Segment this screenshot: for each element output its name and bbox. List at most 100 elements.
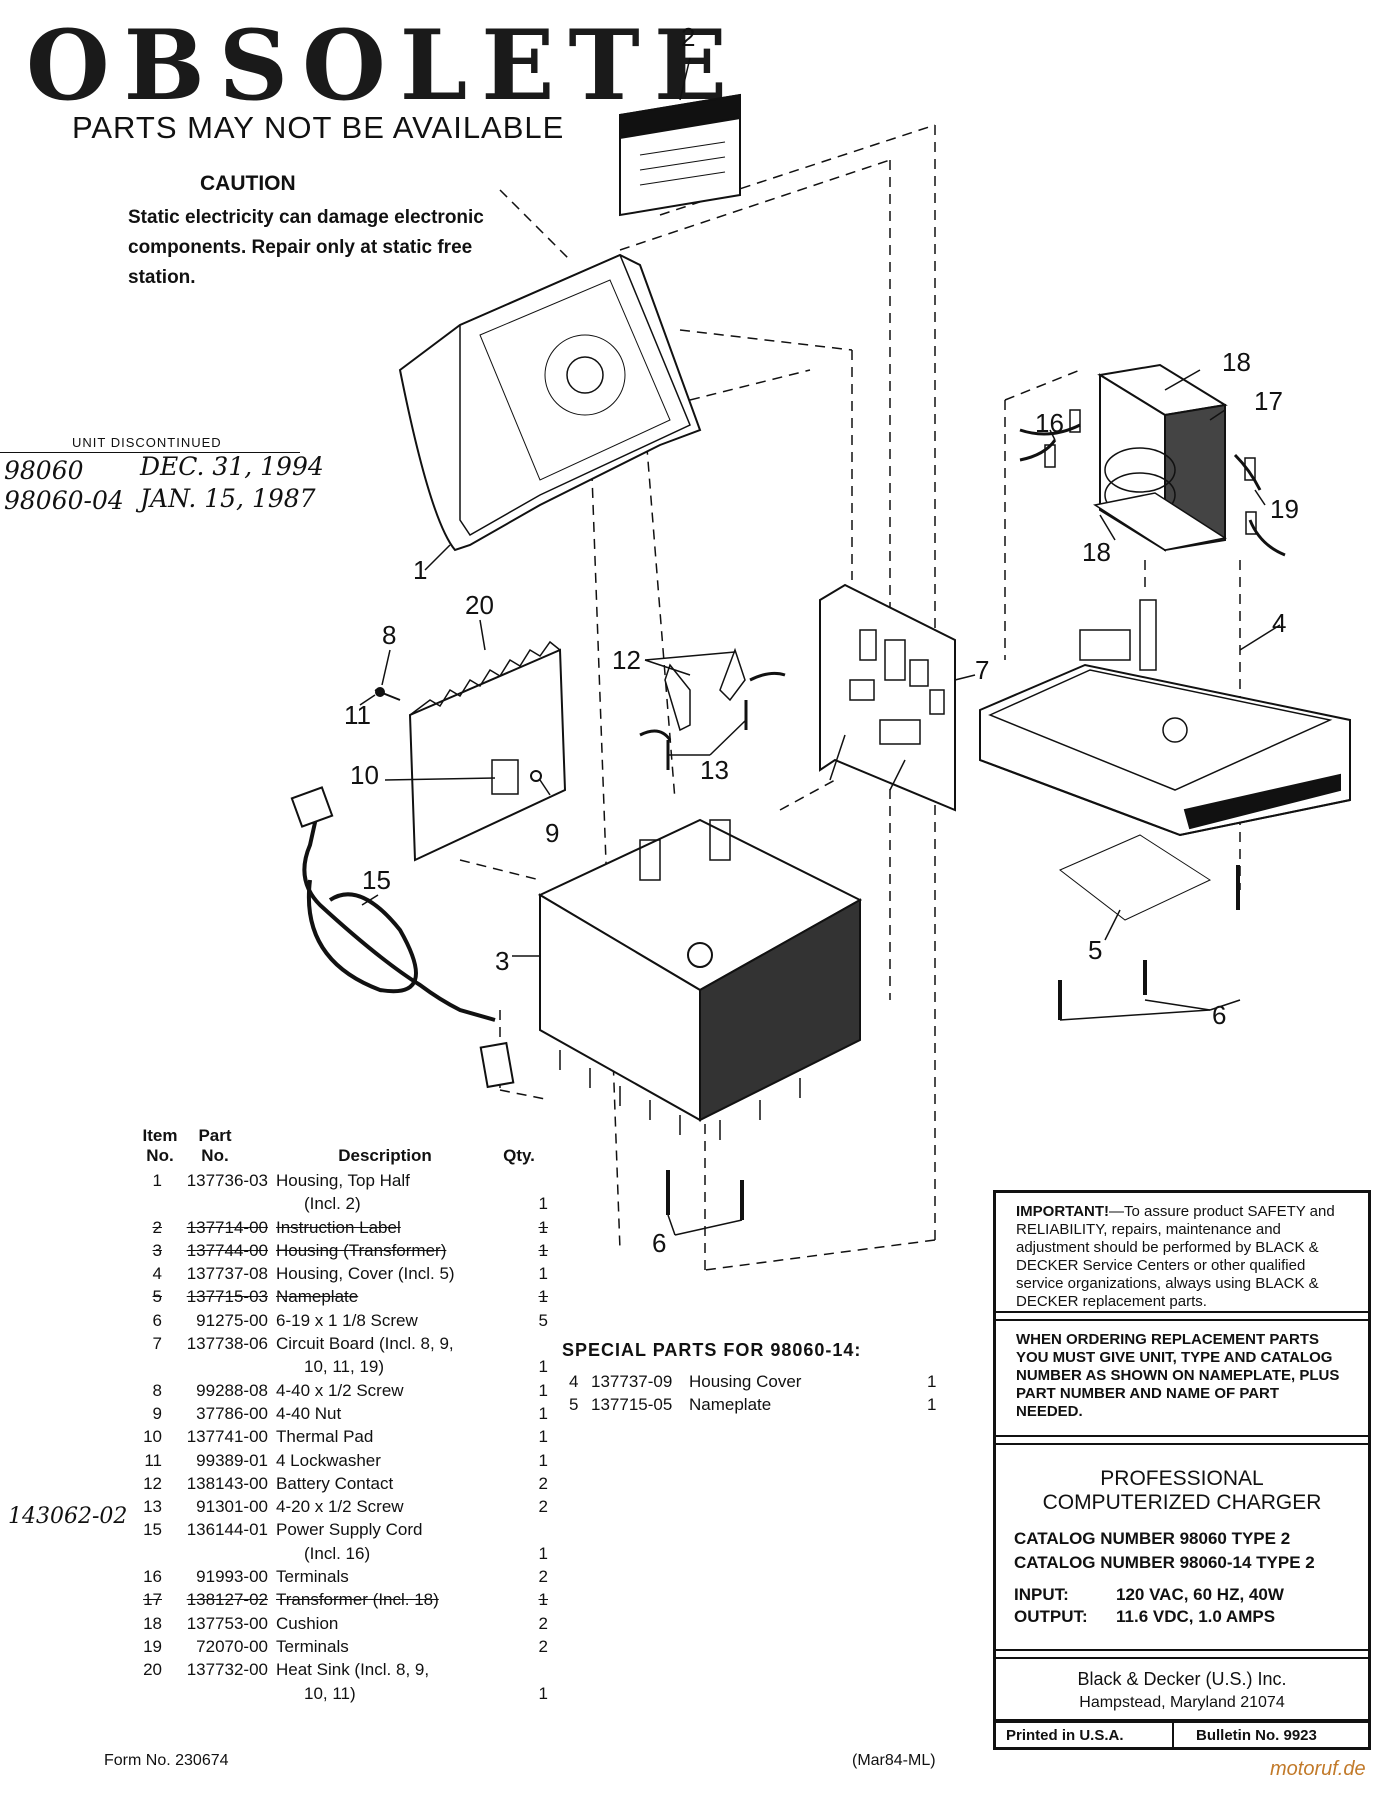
- callout-11: 11: [344, 700, 371, 730]
- ordering-text: WHEN ORDERING REPLACEMENT PARTS YOU MUST…: [1016, 1331, 1340, 1420]
- header-part-no: Part No.: [198, 1126, 232, 1165]
- callout-6a: 6: [1212, 1000, 1227, 1030]
- print-row-divider: [1172, 1723, 1174, 1749]
- description-cell: Transformer (Incl. 18): [276, 1590, 439, 1610]
- callout-18b: 18: [1082, 537, 1111, 567]
- qty-cell: 1: [538, 1287, 548, 1307]
- callout-7: 7: [975, 655, 990, 685]
- description-cell: Terminals: [276, 1567, 349, 1587]
- callout-12: 12: [612, 645, 641, 675]
- table-row: 10, 11) 1: [120, 1684, 550, 1707]
- callout-20: 20: [465, 590, 494, 620]
- description-cell: 10, 11): [304, 1683, 356, 1703]
- product-line-2: COMPUTERIZED CHARGER: [1042, 1491, 1322, 1514]
- special-parts-title: SPECIAL PARTS FOR 98060-14:: [562, 1340, 862, 1360]
- item-no-cell: 19: [143, 1636, 162, 1656]
- description-cell: (Incl. 16): [304, 1543, 371, 1563]
- callout-2: 2: [681, 22, 696, 52]
- part-no-cell: 91301-00: [196, 1497, 268, 1517]
- callout-6b: 6: [652, 1228, 667, 1258]
- printed-in: Printed in U.S.A.: [1006, 1727, 1124, 1744]
- item-no-cell: 9: [152, 1403, 162, 1423]
- qty-cell: [516, 1334, 550, 1357]
- description-cell: 6-19 x 1 1/8 Screw: [276, 1310, 418, 1330]
- callout-13: 13: [700, 755, 729, 785]
- description-cell: Terminals: [276, 1636, 349, 1656]
- qty-cell: 1: [538, 1194, 548, 1214]
- caution-text: Static electricity can damage electronic…: [128, 207, 484, 288]
- item-no-cell: 6: [152, 1310, 162, 1330]
- description-cell: 10, 11, 19): [304, 1357, 385, 1377]
- item-no-cell: 8: [152, 1380, 162, 1400]
- catalog-2: CATALOG NUMBER 98060-14 TYPE 2: [1014, 1553, 1315, 1572]
- qty-cell: 1: [538, 1683, 548, 1703]
- caution-title: CAUTION: [200, 172, 296, 195]
- callout-15: 15: [362, 865, 391, 895]
- qty-cell: 1: [538, 1217, 548, 1237]
- callout-8: 8: [382, 620, 397, 650]
- callout-16: 16: [1035, 408, 1064, 438]
- qty-cell: 1: [538, 1543, 548, 1563]
- qty-cell: [516, 1171, 550, 1194]
- item-no-cell: 15: [143, 1520, 162, 1540]
- special-item-cell: 5: [569, 1394, 579, 1414]
- output-label: OUTPUT:: [1014, 1607, 1088, 1626]
- handwritten-part-note: 143062-02: [8, 1504, 128, 1529]
- callout-1: 1: [413, 555, 428, 585]
- qty-cell: 2: [538, 1473, 548, 1493]
- part-no-cell: 136144-01: [186, 1520, 268, 1540]
- part-no-cell: 137732-00: [186, 1660, 268, 1680]
- table-row: (Incl. 16) 1: [120, 1544, 550, 1567]
- item-no-cell: 17: [143, 1590, 162, 1610]
- item-no-cell: 20: [143, 1660, 162, 1680]
- part-no-cell: 91993-00: [196, 1567, 268, 1587]
- part-no-cell: 91275-00: [196, 1310, 268, 1330]
- form-number: Form No. 230674: [104, 1752, 229, 1769]
- special-part-cell: 137737-09: [591, 1371, 673, 1391]
- bulletin-no: Bulletin No. 9923: [1196, 1727, 1317, 1744]
- important-text: —To assure product SAFETY and RELIABILIT…: [1016, 1203, 1335, 1310]
- item-no-cell: 2: [152, 1217, 162, 1237]
- qty-cell: 1: [538, 1357, 548, 1377]
- item-no-cell: [120, 1194, 170, 1217]
- description-cell: 4-20 x 1/2 Screw: [276, 1497, 404, 1517]
- company-address: Hampstead, Maryland 21074: [1079, 1694, 1285, 1711]
- part-no-cell: 137714-00: [186, 1217, 268, 1237]
- discontinued-unit-1: 98060: [4, 456, 84, 485]
- description-cell: (Incl. 2): [304, 1194, 361, 1214]
- description-cell: 4-40 Nut: [276, 1403, 342, 1423]
- print-row: Printed in U.S.A. Bulletin No. 9923: [996, 1721, 1368, 1749]
- part-no-cell: 137744-00: [186, 1240, 268, 1260]
- special-item-cell: 4: [569, 1371, 579, 1391]
- availability-warning: PARTS MAY NOT BE AVAILABLE: [72, 110, 565, 145]
- callout-17: 17: [1254, 386, 1283, 416]
- discontinued-date-1: DEC. 31, 1994: [140, 452, 324, 481]
- item-no-cell: 7: [152, 1334, 162, 1354]
- callout-18a: 18: [1222, 347, 1251, 377]
- qty-cell: [516, 1520, 550, 1543]
- info-box: IMPORTANT!—To assure product SAFETY and …: [993, 1190, 1371, 1750]
- qty-cell: 2: [538, 1636, 548, 1656]
- description-cell: Circuit Board (Incl. 8, 9,: [276, 1334, 454, 1354]
- output-value: 11.6 VDC, 1.0 AMPS: [1116, 1607, 1276, 1626]
- qty-cell: 1: [538, 1450, 548, 1470]
- description-cell: Housing, Top Half: [276, 1171, 410, 1190]
- revision-code: (Mar84-ML): [852, 1752, 936, 1769]
- qty-cell: 1: [538, 1264, 548, 1284]
- discontinued-divider: [0, 452, 300, 453]
- item-no-cell: 1: [152, 1171, 162, 1190]
- description-cell: Thermal Pad: [276, 1427, 374, 1447]
- description-cell: 4 Lockwasher: [276, 1450, 381, 1470]
